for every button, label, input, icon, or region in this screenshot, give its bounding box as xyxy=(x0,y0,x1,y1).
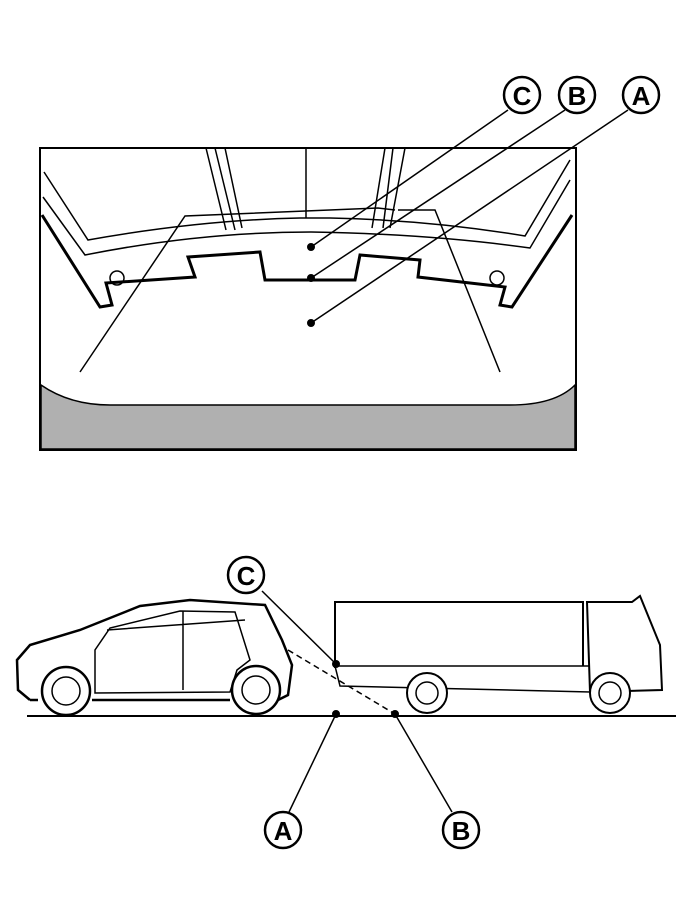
top-callouts: C B A xyxy=(502,75,661,115)
leader-c xyxy=(310,109,509,248)
leader-c-side xyxy=(261,590,337,665)
leader-a-side xyxy=(288,713,337,813)
guide-line-right xyxy=(398,209,501,373)
camera-view xyxy=(39,109,629,451)
measurement-markers xyxy=(261,590,453,813)
bottom-callouts: C A B xyxy=(226,555,481,850)
callout-a-side: A xyxy=(274,816,293,846)
callout-b-side: B xyxy=(452,816,471,846)
leader-a xyxy=(310,109,629,324)
leader-b xyxy=(310,109,566,279)
guide-line-left xyxy=(79,207,396,373)
callout-c-side: C xyxy=(237,561,256,591)
callout-b-top: B xyxy=(568,81,587,111)
callout-a-top: A xyxy=(632,81,651,111)
truck-posts xyxy=(205,147,406,231)
truck-rear-outline xyxy=(43,159,571,241)
left-light xyxy=(109,270,125,286)
car xyxy=(15,598,294,717)
bumper-band xyxy=(40,383,576,450)
sight-line-dashed xyxy=(287,649,396,715)
callout-c-top: C xyxy=(513,81,532,111)
right-light xyxy=(489,270,505,286)
truck-rear-inner xyxy=(42,179,571,256)
leader-b-side xyxy=(394,713,453,813)
truck xyxy=(334,594,664,714)
